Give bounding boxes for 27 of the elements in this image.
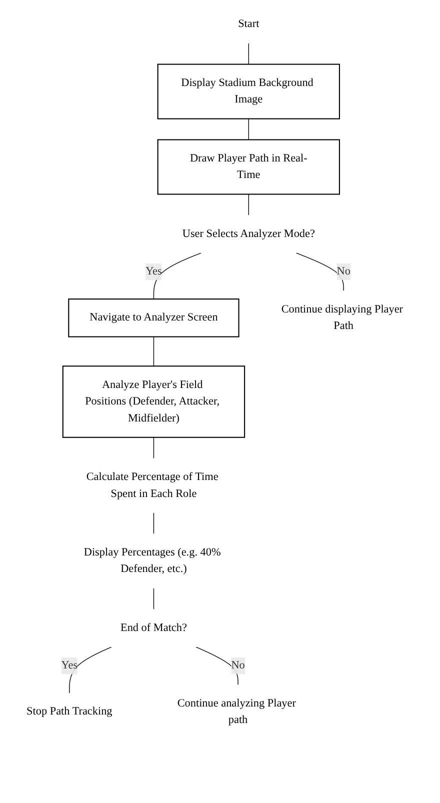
- connector: [196, 646, 238, 686]
- node-text: Calculate Percentage of Time Spent in Each Role: [86, 470, 218, 500]
- connector: [69, 646, 112, 694]
- node-text: Start: [238, 18, 260, 30]
- connector: [248, 42, 249, 65]
- edge-label: No: [231, 660, 245, 672]
- node-text: Continue analyzing Player path: [177, 697, 296, 726]
- node-text: User Selects Analyzer Mode?: [182, 228, 315, 240]
- connector: [153, 252, 202, 300]
- node-box: Navigate to Analyzer Screen: [68, 298, 240, 338]
- node-text: Stop Path Tracking: [26, 706, 112, 718]
- connector: [296, 252, 344, 291]
- connector: [153, 437, 154, 459]
- node-text: Continue displaying Player Path: [281, 303, 404, 332]
- node-box: Analyze Player's Field Positions (Defender, Attacker, Midfielder): [62, 366, 246, 438]
- node-text: Display Percentages (e.g. 40% Defender, etc.): [84, 546, 221, 576]
- edge-label: Yes: [61, 660, 78, 672]
- edge-label: Yes: [146, 265, 162, 278]
- connector: [153, 336, 154, 366]
- connector: [248, 194, 249, 216]
- connector: [248, 118, 249, 140]
- node-box: Display Stadium Background Image: [157, 64, 340, 120]
- connector: [153, 512, 154, 534]
- node-box: Draw Player Path in Real-Time: [157, 139, 340, 195]
- connector: [153, 588, 154, 610]
- node-text: End of Match?: [120, 622, 187, 634]
- edge-label: No: [336, 265, 350, 278]
